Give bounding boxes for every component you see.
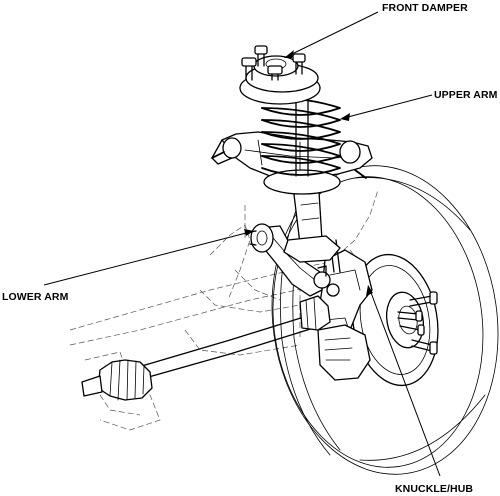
lower-arm-label: LOWER ARM	[2, 291, 69, 303]
mount-studs	[241, 45, 306, 81]
knuckle-hub-label: KNUCKLE/HUB	[395, 483, 473, 495]
front-damper-assembly	[239, 45, 341, 263]
wheel-studs	[397, 291, 438, 355]
drive-shaft	[81, 295, 331, 401]
front-damper-label: FRONT DAMPER	[382, 2, 468, 14]
brake-disc-hub	[351, 253, 439, 387]
leader-lines	[43, 11, 441, 477]
upper-arm-label: UPPER ARM	[434, 89, 498, 101]
knuckle	[317, 249, 373, 381]
